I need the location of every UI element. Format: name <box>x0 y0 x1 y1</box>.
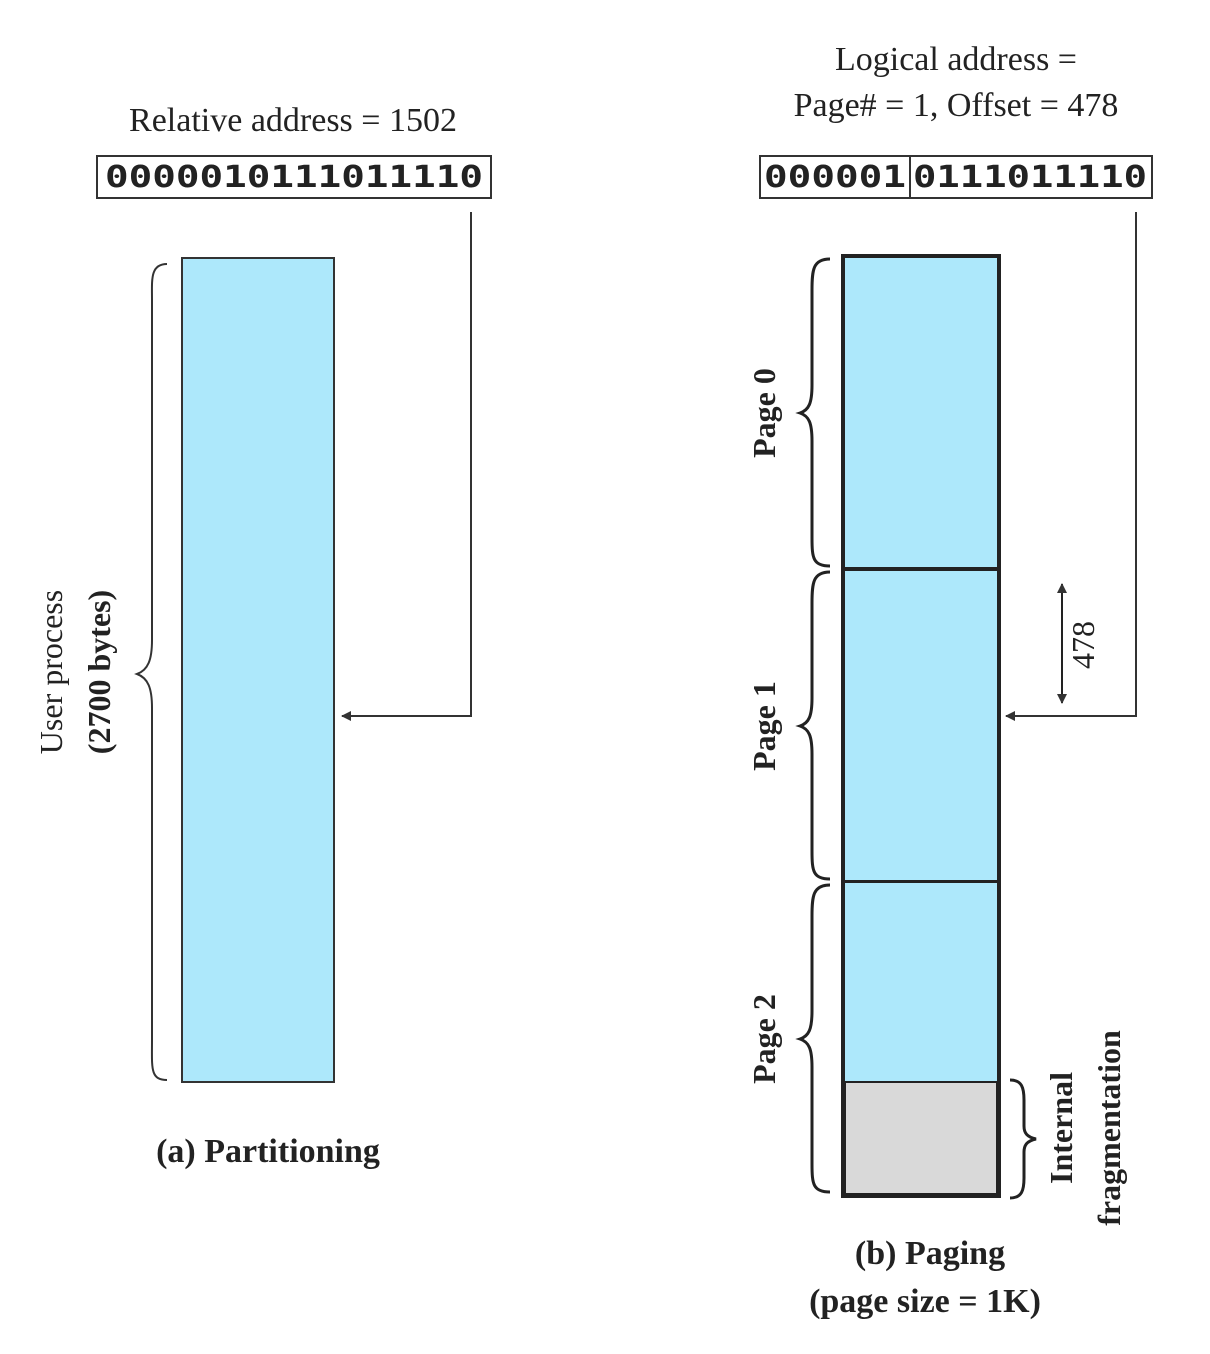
internal-fragmentation-label: Internal <box>1043 1072 1079 1184</box>
user-process-size-label: (2700 bytes) <box>81 590 117 754</box>
logical-address-box <box>759 155 1153 199</box>
partitioning-caption: (a) Partitioning <box>156 1133 380 1170</box>
relative-address-label: Relative address = 1502 <box>129 102 457 139</box>
page-0-brace <box>795 257 831 568</box>
offset-bits: 0111011110 <box>913 160 1147 195</box>
logical-address-label: Logical address = <box>835 41 1077 78</box>
page-1-block <box>841 567 1001 884</box>
paging-caption: (b) Paging <box>855 1235 1005 1272</box>
page-2-used-block <box>842 881 1000 1083</box>
logical-address-components-label: Page# = 1, Offset = 478 <box>794 87 1119 124</box>
relative-address-pointer-arrow <box>341 212 472 721</box>
page-number-bits: 000001 <box>764 160 906 195</box>
page-0-block <box>841 254 1001 571</box>
paging-panel: Logical address = Page# = 1, Offset = 47… <box>746 41 1153 1320</box>
page-0-label: Page 0 <box>746 368 782 458</box>
offset-dimension-label: 478 <box>1065 621 1101 669</box>
paged-process-outline <box>841 254 1001 1198</box>
relative-address-bits: 0000010111011110 <box>105 160 483 195</box>
internal-fragmentation-block <box>844 1081 998 1195</box>
user-process-label: User process <box>33 590 69 754</box>
partitioning-panel: Relative address = 1502 0000010111011110… <box>33 102 492 1170</box>
page-2-brace <box>795 883 831 1194</box>
user-process-block <box>181 257 335 1083</box>
fragmentation-label: fragmentation <box>1091 1030 1127 1226</box>
user-process-brace <box>134 263 168 1081</box>
fragmentation-brace <box>1009 1078 1037 1200</box>
page-2-label: Page 2 <box>746 994 782 1084</box>
paging-caption-page-size: (page size = 1K) <box>809 1283 1041 1320</box>
page-1-label: Page 1 <box>746 681 782 771</box>
page-1-brace <box>795 570 831 881</box>
relative-address-box <box>96 155 492 199</box>
logical-address-pointer-arrow <box>1005 212 1137 721</box>
